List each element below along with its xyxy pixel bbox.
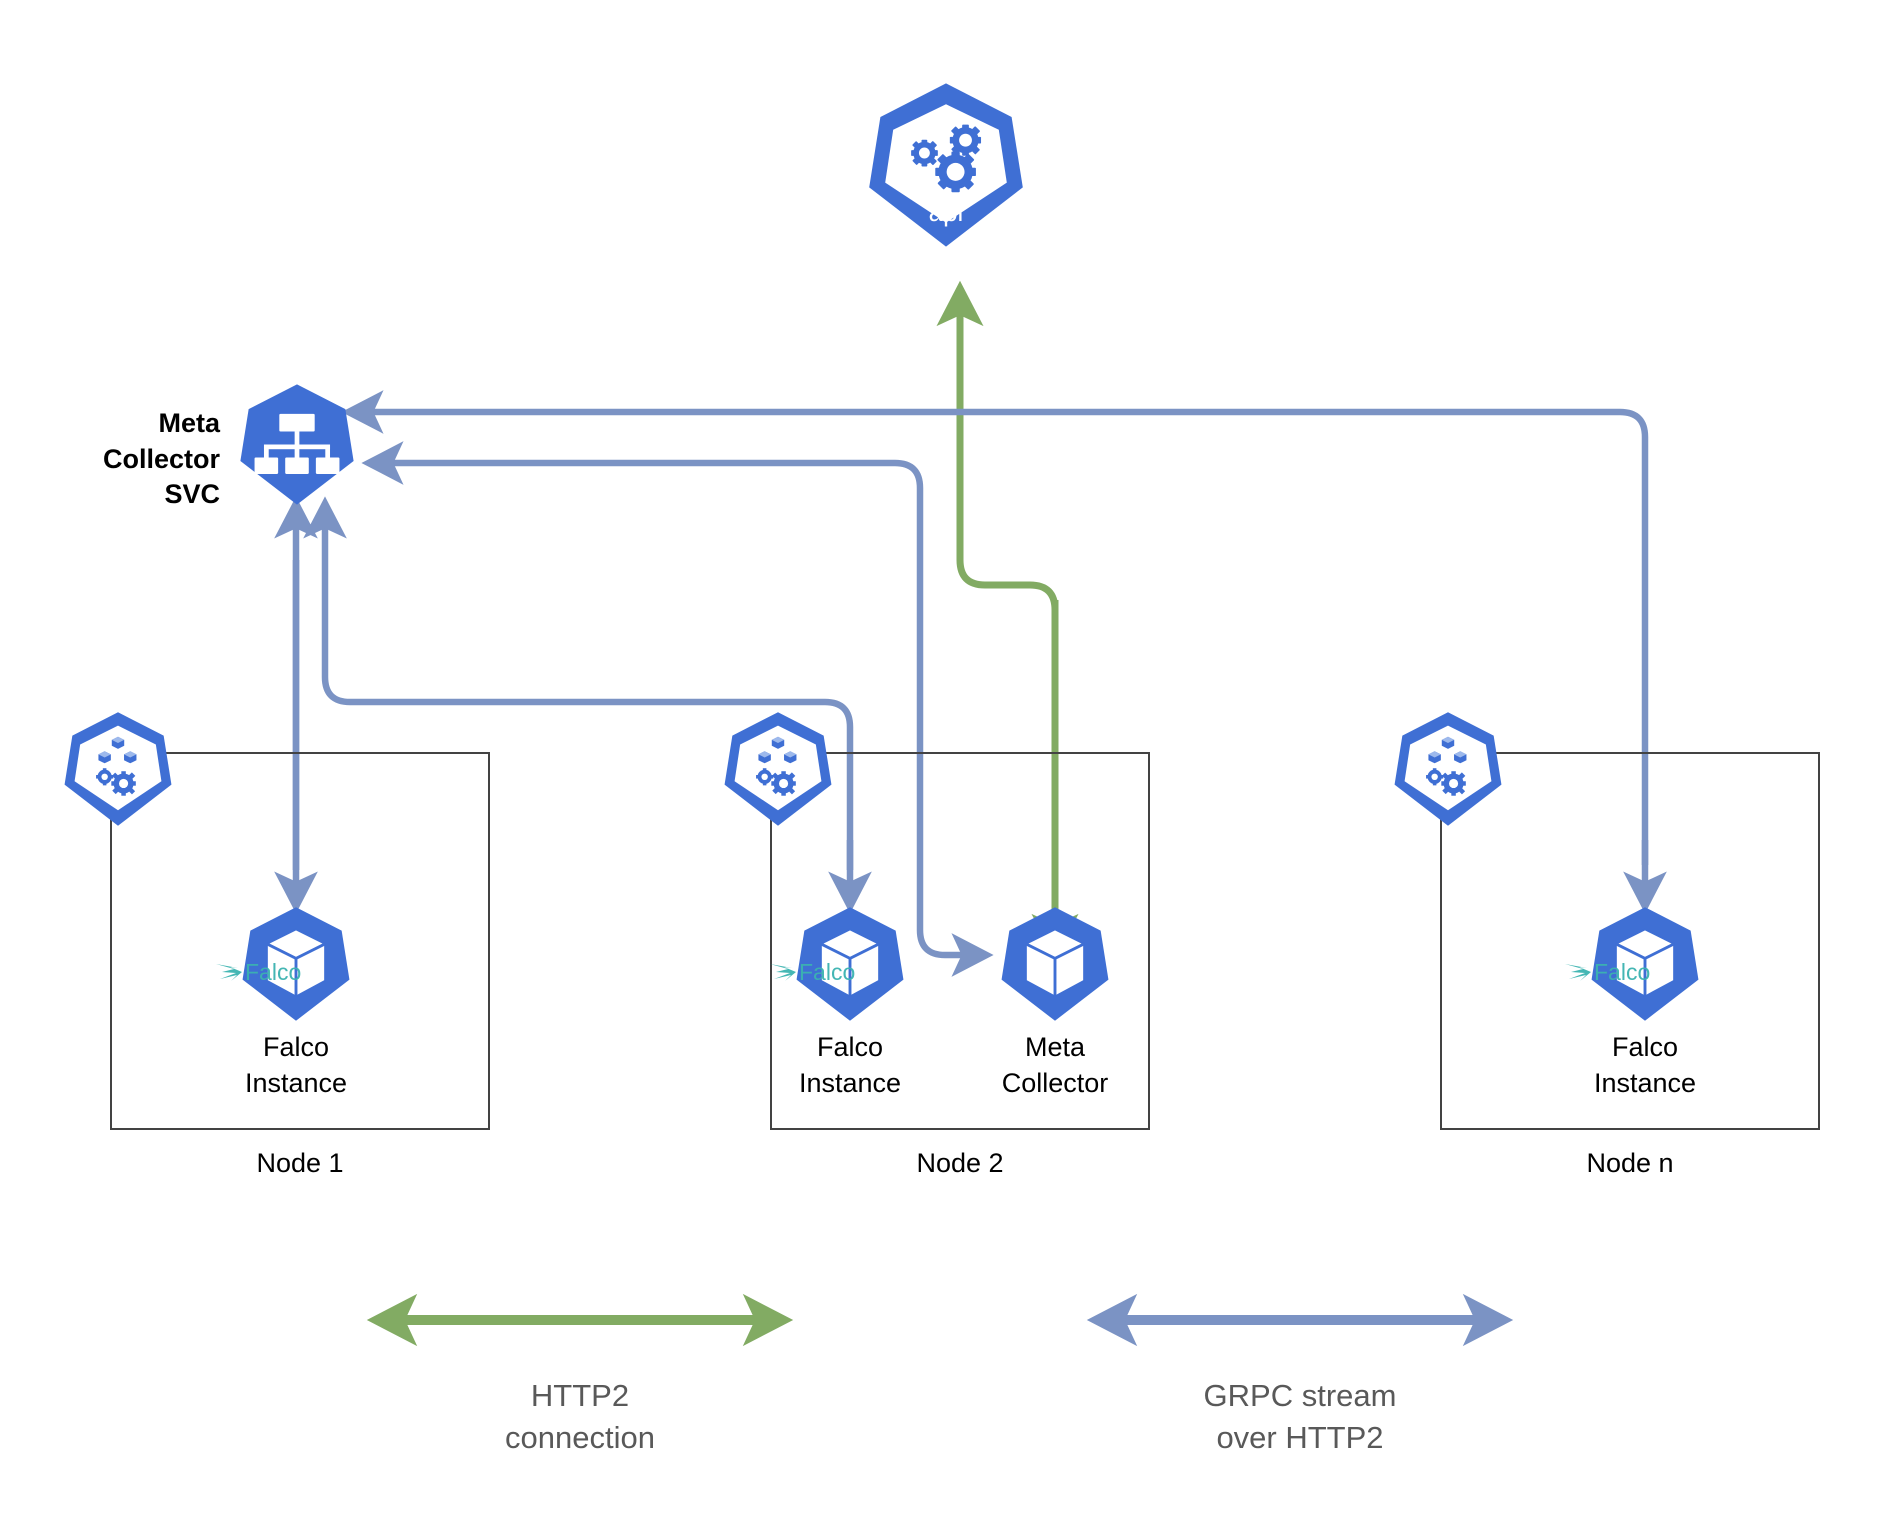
api-node-label: api — [928, 197, 964, 227]
node-2-falco-pod-label: Falco Instance — [730, 1030, 970, 1101]
pod-label-line-1: Falco — [262, 1032, 330, 1062]
node-box-node-2 — [770, 752, 1150, 1130]
node-n-falco-pod-icon[interactable] — [1589, 905, 1701, 1023]
node-2-meta-collector-pod-label: Meta Collector — [935, 1030, 1175, 1101]
pod-label-line-2: Instance — [244, 1067, 348, 1098]
legend-arrow-grpc — [1086, 1293, 1514, 1347]
svc-label-line-1: Meta — [158, 408, 220, 438]
node-2-falco-pod-icon[interactable] — [794, 905, 906, 1023]
node-2-meta-collector-pod-icon[interactable] — [999, 905, 1111, 1023]
legend-grpc-line-2: over HTTP2 — [1216, 1419, 1384, 1455]
api-node-icon[interactable] — [866, 80, 1026, 250]
meta-collector-svc-label: Meta Collector SVC — [20, 406, 220, 513]
node-box-node-1 — [110, 752, 490, 1130]
pod-label-line-2: Instance — [1593, 1067, 1697, 1098]
legend-label-grpc: GRPC stream over HTTP2 — [1050, 1375, 1550, 1459]
node-2-caption: Node 2 — [916, 1148, 1004, 1178]
pod-label-line-1: Falco — [1611, 1032, 1679, 1062]
node-n-caption: Node n — [1586, 1148, 1674, 1178]
node-1-falco-pod-label: Falco Instance — [176, 1030, 416, 1101]
node-box-node-n — [1440, 752, 1820, 1130]
legend-arrow-http2 — [366, 1293, 794, 1347]
node-n-falco-pod-label: Falco Instance — [1525, 1030, 1765, 1101]
legend-http2-line-2: connection — [505, 1419, 655, 1455]
pod-label-line-2: Collector — [1001, 1067, 1109, 1098]
pod-label-line-1: Meta — [1024, 1032, 1086, 1062]
node-2-kubernetes-node-icon[interactable] — [722, 710, 834, 828]
node-1-kubernetes-node-icon[interactable] — [62, 710, 174, 828]
meta-collector-svc-icon[interactable] — [238, 382, 356, 507]
svc-label-line-3: SVC — [164, 479, 220, 510]
legend-label-http2: HTTP2 connection — [330, 1375, 830, 1459]
legend-http2-line-1: HTTP2 — [530, 1378, 630, 1413]
node-1-falco-pod-icon[interactable] — [240, 905, 352, 1023]
svc-label-line-2: Collector — [102, 443, 220, 474]
legend-grpc-line-1: GRPC stream — [1203, 1378, 1397, 1413]
node-1-caption: Node 1 — [256, 1148, 344, 1178]
pod-label-line-2: Instance — [798, 1067, 902, 1098]
node-n-kubernetes-node-icon[interactable] — [1392, 710, 1504, 828]
pod-label-line-1: Falco — [816, 1032, 884, 1062]
